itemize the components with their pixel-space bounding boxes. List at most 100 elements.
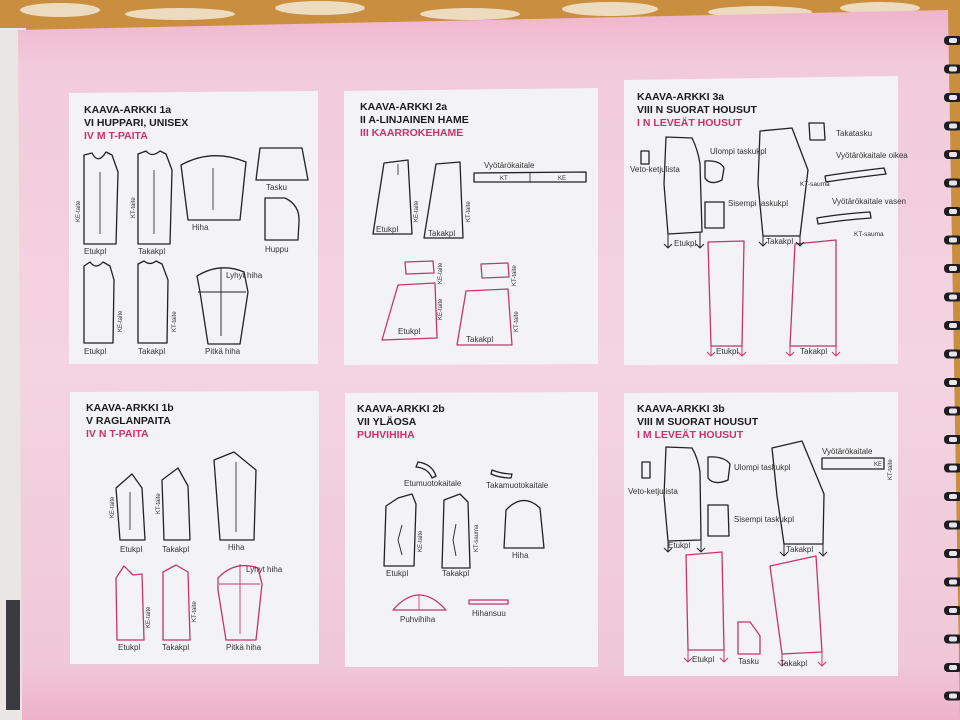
pattern-etukpl-1a bbox=[83, 151, 119, 245]
card-1b-heading: KAAVA-ARKKI 1b V RAGLANPAITA IV N T-PAIT… bbox=[86, 402, 174, 441]
label: Takatasku bbox=[836, 129, 872, 138]
pattern-etukpl-3b bbox=[663, 446, 702, 542]
label: Takakpl bbox=[800, 347, 827, 356]
card-variant: III KAARROKEHAME bbox=[360, 127, 464, 139]
pattern-takakpl-1a bbox=[137, 150, 173, 245]
pattern-takatasku bbox=[808, 122, 826, 141]
label: Takakpl bbox=[162, 643, 189, 652]
spiral-hole bbox=[949, 522, 957, 528]
label: Hiha bbox=[512, 551, 529, 560]
pattern-etukpl-2a bbox=[372, 159, 413, 235]
label: Hiha bbox=[228, 543, 245, 552]
spiral-hole bbox=[949, 351, 957, 357]
label: Lyhyt hiha bbox=[226, 271, 263, 280]
spiral-hole bbox=[949, 494, 957, 499]
spiral-hole bbox=[949, 237, 957, 243]
fold-label: KT-taite bbox=[131, 197, 137, 218]
pattern-ulompi-taskukpl bbox=[704, 160, 725, 184]
label: Takakpl bbox=[442, 569, 469, 578]
spiral-hole bbox=[949, 180, 957, 186]
pattern-etukpl-2b bbox=[383, 493, 417, 567]
pattern-tasku-3b bbox=[737, 621, 761, 655]
pattern-takakpl-2b bbox=[441, 493, 471, 569]
spiral-hole bbox=[949, 437, 957, 442]
card-title: KAAVA-ARKKI 1a bbox=[84, 104, 172, 116]
card-3b bbox=[624, 392, 898, 676]
card-variant: I N LEVEÄT HOUSUT bbox=[637, 117, 743, 129]
label: Takakpl bbox=[780, 659, 807, 668]
card-3a-heading: KAAVA-ARKKI 3a VIII N SUORAT HOUSUT I N … bbox=[637, 91, 757, 130]
card-1a-heading: KAAVA-ARKKI 1a VI HUPPARI, UNISEX IV M T… bbox=[84, 104, 188, 143]
label: KE bbox=[874, 462, 882, 468]
label: Etukpl bbox=[386, 569, 408, 578]
card-2a-heading: KAAVA-ARKKI 2a II A-LINJAINEN HAME III K… bbox=[360, 101, 469, 140]
pattern-pitka-hiha-1a bbox=[196, 267, 249, 345]
pattern-etukpl-small-1b bbox=[115, 565, 145, 641]
label: Takakpl bbox=[138, 347, 165, 356]
pattern-hiha-2b bbox=[503, 499, 545, 549]
pattern-huppu-1a bbox=[264, 197, 300, 241]
pattern-takakpl-small-1b bbox=[162, 564, 191, 641]
label: Veto-ketjulista bbox=[630, 165, 680, 174]
label: Etumuotokaitale bbox=[404, 479, 462, 488]
label: Tasku bbox=[266, 183, 287, 192]
label: Etukpl bbox=[674, 239, 696, 248]
pattern-vyotarokaitale-2a bbox=[473, 171, 587, 183]
card-title: KAAVA-ARKKI 3a bbox=[637, 91, 725, 103]
label: Takakpl bbox=[786, 545, 813, 554]
card-3b-patterns bbox=[641, 440, 885, 655]
card-subtitle: VI HUPPARI, UNISEX bbox=[84, 117, 189, 129]
label: Vyötärökaitale oikea bbox=[836, 151, 908, 160]
card-1a-patterns bbox=[83, 147, 309, 345]
label: KT bbox=[500, 176, 508, 182]
pattern-etukpl-1b bbox=[115, 473, 146, 541]
label: Sisempi taskukpl bbox=[734, 515, 794, 524]
spiral-hole bbox=[949, 66, 957, 72]
label: Etukpl bbox=[84, 347, 106, 356]
label: Takakpl bbox=[428, 229, 455, 238]
fold-label: KE-taite bbox=[438, 298, 444, 320]
label: Sisempi taskukpl bbox=[728, 199, 788, 208]
grain-arrows bbox=[663, 232, 841, 667]
label: Pitkä hiha bbox=[226, 643, 262, 652]
card-variant: IV M T-PAITA bbox=[84, 130, 148, 142]
spiral-hole bbox=[949, 266, 957, 271]
pattern-kaarroke-etu bbox=[404, 260, 435, 275]
card-variant: I M LEVEÄT HOUSUT bbox=[637, 429, 744, 441]
card-2b-patterns bbox=[383, 461, 545, 611]
spiral-hole bbox=[949, 123, 957, 129]
fold-label: KT-taite bbox=[514, 311, 520, 332]
spiral-hole bbox=[949, 380, 957, 385]
fold-label: KE-taite bbox=[418, 530, 424, 552]
spiral-hole bbox=[949, 152, 957, 157]
pattern-takamuotokaitale bbox=[490, 469, 513, 479]
spiral-hole bbox=[949, 636, 957, 642]
pattern-takakpl-2a bbox=[423, 161, 464, 239]
label: Etukpl bbox=[376, 225, 398, 234]
label: Tasku bbox=[738, 657, 759, 666]
label: Huppu bbox=[265, 245, 289, 254]
card-2a-patterns bbox=[372, 159, 587, 346]
label: Vyötärökaitale bbox=[484, 161, 535, 170]
label: Ulompi taskukpl bbox=[710, 147, 767, 156]
pattern-etukpl-3a bbox=[663, 136, 703, 235]
pattern-hiha-1a bbox=[180, 155, 247, 221]
pattern-sisempi-taskukpl bbox=[704, 201, 725, 229]
book-cover-edge bbox=[6, 600, 20, 710]
label: Takamuotokaitale bbox=[486, 481, 549, 490]
fold-label: KT-taite bbox=[512, 265, 518, 286]
label: KT-sauma bbox=[854, 231, 884, 238]
card-title: KAAVA-ARKKI 3b bbox=[637, 403, 725, 415]
fold-label: KT-taite bbox=[192, 601, 198, 622]
label: Ulompi taskukpl bbox=[734, 463, 791, 472]
fold-label: KE-taite bbox=[110, 496, 116, 518]
fold-label: KT-taite bbox=[172, 311, 178, 332]
fold-label: KE-taite bbox=[76, 200, 82, 222]
label: Hiha bbox=[192, 223, 209, 232]
spiral-hole bbox=[949, 551, 957, 556]
card-2b-heading: KAAVA-ARKKI 2b VII YLÄOSA PUHVIHIHA bbox=[357, 403, 445, 442]
pattern-ulompi-taskukpl-3b bbox=[707, 456, 731, 484]
card-1b-patterns bbox=[115, 451, 263, 641]
label: Hihansuu bbox=[472, 609, 506, 618]
